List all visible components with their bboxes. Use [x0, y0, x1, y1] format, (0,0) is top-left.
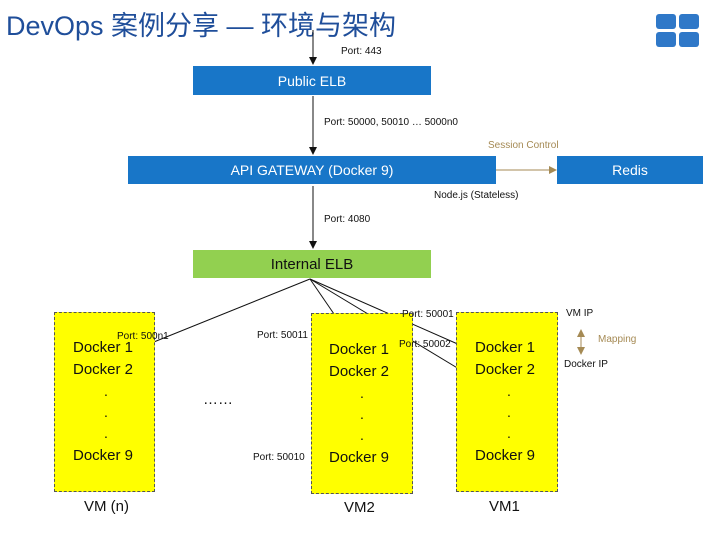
vm2-dot: . [360, 385, 364, 401]
vm-ip-label: VM IP [566, 308, 594, 319]
windows-tiles-icon [656, 14, 700, 48]
port-label-gateway-in: Port: 50000, 50010 … 5000n0 [324, 117, 458, 128]
vmn-docker2: Docker 2 [73, 361, 134, 378]
vm-n-box [54, 312, 155, 492]
vm1-dot: . [507, 425, 511, 441]
vm1-dot: . [507, 404, 511, 420]
vmn-docker1: Docker 1 [73, 339, 134, 356]
vm1-docker1: Docker 1 [475, 339, 536, 356]
arrow-to-vmn [133, 278, 311, 352]
vm2-docker1: Docker 1 [329, 341, 390, 358]
vm2-docker9: Docker 9 [329, 449, 390, 466]
vmn-dot: . [104, 404, 108, 420]
vm1-box [456, 312, 558, 492]
vmn-docker9: Docker 9 [73, 447, 134, 464]
vm-n-label: VM (n) [84, 498, 129, 515]
mapping-label: Mapping [598, 334, 637, 345]
vm1-docker9: Docker 9 [475, 447, 536, 464]
vm2-label: VM2 [344, 499, 375, 516]
vm1-dot: . [507, 383, 511, 399]
vmn-dot: . [104, 383, 108, 399]
vm2-dot: . [360, 406, 364, 422]
public-elb-box: Public ELB [193, 66, 431, 95]
more-vms-ellipsis: …… [203, 391, 233, 408]
nodejs-label: Node.js (Stateless) [434, 190, 519, 201]
vmn-dot: . [104, 425, 108, 441]
vm2-docker2: Docker 2 [329, 363, 390, 380]
port-label-50010: Port: 50010 [253, 452, 305, 463]
internal-elb-box: Internal ELB [193, 250, 431, 278]
session-control-label: Session Control [488, 140, 559, 151]
docker-ip-label: Docker IP [564, 359, 608, 370]
port-label-4080: Port: 4080 [324, 214, 371, 225]
port-label-443: Port: 443 [341, 46, 382, 57]
page-title: DevOps 案例分享 — 环境与架构 [6, 11, 397, 41]
port-label-50001: Port: 50001 [402, 309, 454, 320]
port-label-50002: Port: 50002 [399, 339, 451, 350]
vm1-docker2: Docker 2 [475, 361, 536, 378]
port-label-500n1: Port: 500n1 [117, 331, 169, 342]
vm2-box [311, 313, 413, 494]
vm1-label: VM1 [489, 498, 520, 515]
api-gateway-box: API GATEWAY (Docker 9) [128, 156, 496, 184]
redis-box: Redis [557, 156, 703, 184]
port-label-50011: Port: 50011 [257, 330, 308, 341]
vm2-dot: . [360, 427, 364, 443]
